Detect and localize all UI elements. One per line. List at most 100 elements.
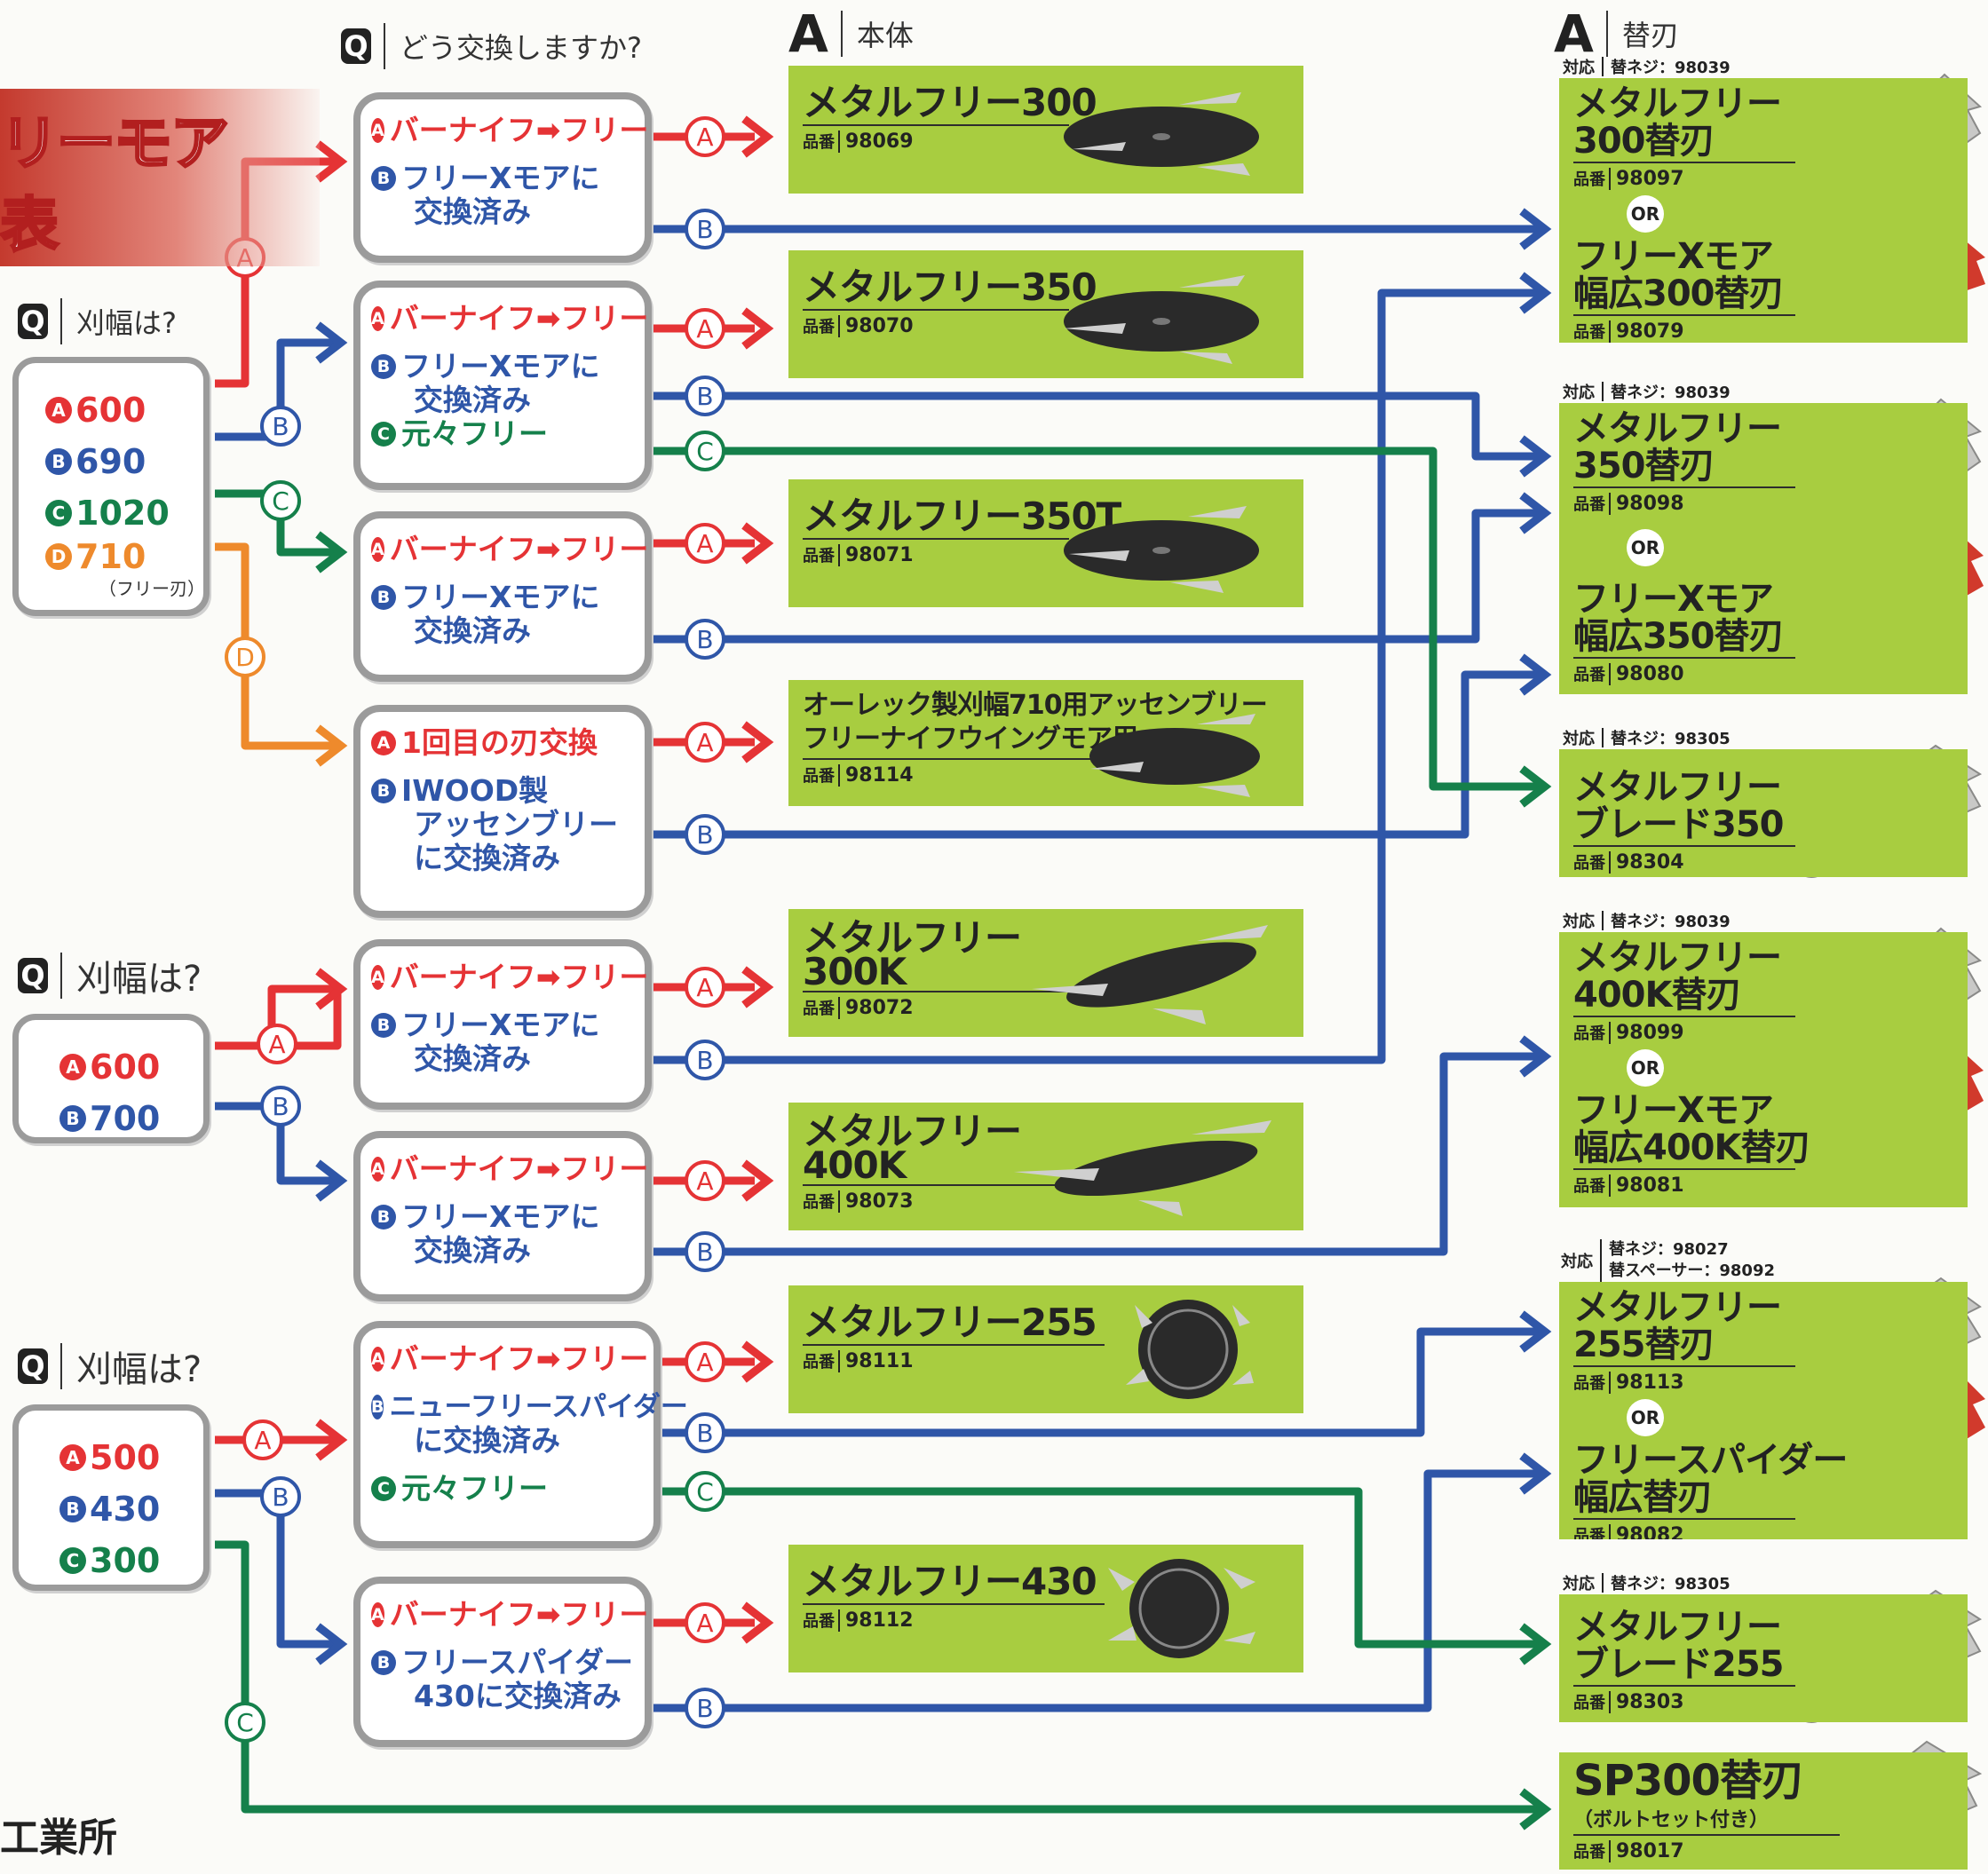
connector-line <box>653 447 1541 791</box>
blade-note: 対応替ネジ：98305 <box>1563 728 1731 748</box>
arrow-head-icon <box>1519 435 1552 478</box>
or-badge: OR <box>1627 529 1664 566</box>
svg-text:B: B <box>696 820 713 850</box>
product-name: フリーナイフウイングモア用 <box>803 724 1138 755</box>
arrow-head-icon <box>1519 653 1552 696</box>
choice-b-cont: に交換済み <box>414 841 560 875</box>
choice-b-cont: 430に交換済み <box>414 1679 622 1713</box>
svg-text:C: C <box>236 1708 254 1737</box>
arrow-head-icon <box>1519 1310 1552 1353</box>
mower-disc-icon <box>1108 1559 1255 1658</box>
svg-text:A: A <box>696 1166 713 1196</box>
arrow-head-icon <box>1519 1035 1552 1078</box>
product-name: メタルフリー350 <box>803 265 1097 309</box>
mower-disc-icon <box>1064 275 1259 364</box>
route-badge: A <box>685 967 725 1008</box>
header-how-exchange-text: どう交換しますか? <box>400 31 642 65</box>
connector-line <box>215 1489 337 1649</box>
route-badge: A <box>685 116 725 157</box>
blade-name: フリーXモア <box>1573 1090 1774 1131</box>
blade-name: メタルフリー <box>1573 83 1782 124</box>
svg-text:C: C <box>696 1477 714 1506</box>
question-width-1: Q 刈幅は? <box>18 298 177 344</box>
blade-name: メタルフリー <box>1573 408 1782 449</box>
route-badge: C <box>685 1471 725 1512</box>
arrow-head-icon <box>1519 1623 1552 1665</box>
route-badge: B <box>685 1040 725 1080</box>
arrow-head-icon <box>741 966 774 1008</box>
mower-disc-icon <box>1089 714 1260 797</box>
arrow-head-icon <box>741 1159 774 1202</box>
svg-text:A: A <box>268 1030 285 1059</box>
width-option-note: （フリー刃） <box>99 578 205 599</box>
connector-line <box>215 489 337 557</box>
blade-name: 幅広350替刃 <box>1573 616 1785 657</box>
svg-text:B: B <box>272 412 289 441</box>
choice-b-cont: 交換済み <box>414 613 531 648</box>
blade-name: フリーXモア <box>1573 236 1774 277</box>
choice-b-cont: に交換済み <box>414 1423 560 1458</box>
arrow-head-icon <box>741 721 774 763</box>
header-blade-text: 替刃 <box>1621 19 1679 52</box>
route-badge: A <box>685 1602 725 1643</box>
arrow-head-icon <box>1519 1788 1552 1831</box>
svg-text:A: A <box>696 1609 713 1638</box>
route-badge: B <box>685 814 725 855</box>
header-body-text: 本体 <box>856 19 914 52</box>
blade-name: 幅広替刃 <box>1573 1477 1713 1518</box>
route-badge: A <box>685 722 725 763</box>
route-badge: A <box>685 1160 725 1201</box>
